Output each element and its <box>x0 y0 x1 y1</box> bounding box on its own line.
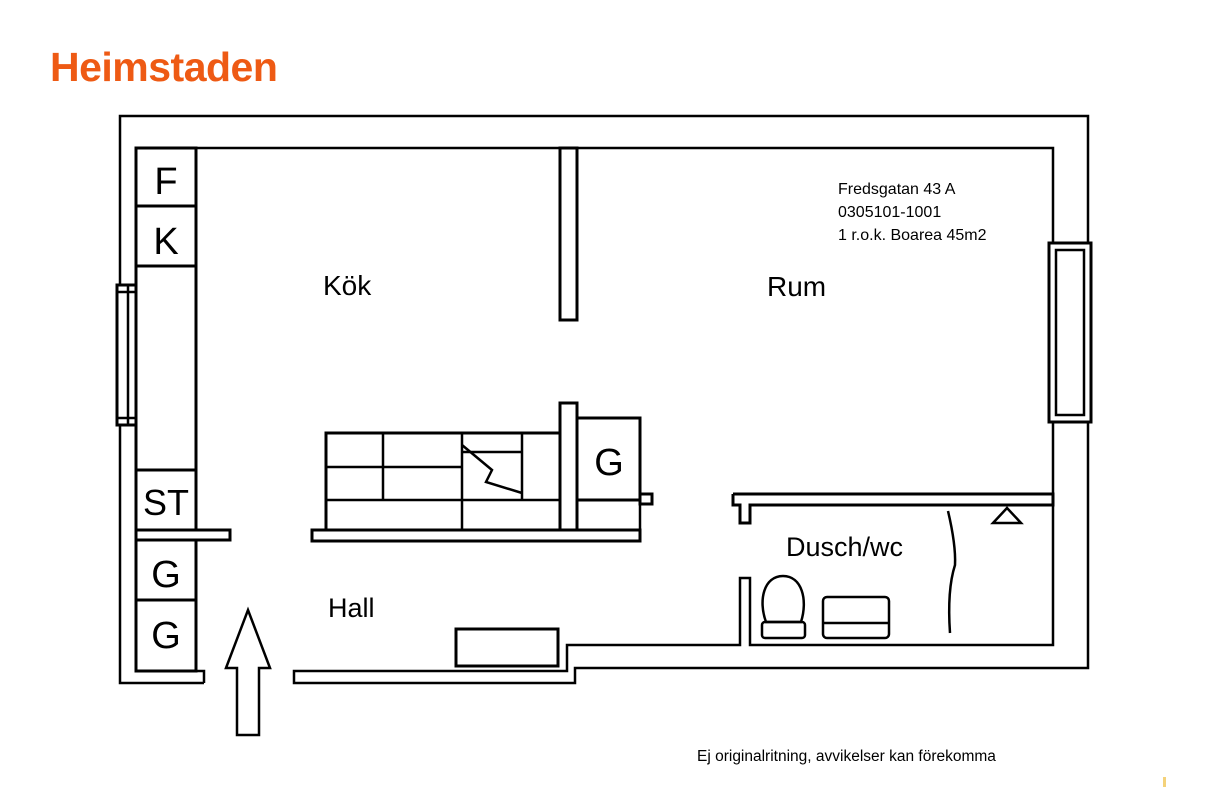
outer-wall <box>118 114 1090 685</box>
hall-bench <box>454 627 560 668</box>
shower-head-icon <box>990 506 1024 525</box>
cabinet-k-label: K <box>153 221 178 263</box>
partition-wall <box>558 146 579 322</box>
footer-disclaimer: Ej originalritning, avvikelser kan förek… <box>697 748 996 765</box>
stair-block <box>324 431 562 532</box>
cabinet-f-label: F <box>154 161 177 203</box>
info-address: Fredsgatan 43 A <box>838 181 956 198</box>
counter <box>134 264 198 472</box>
island-base <box>310 528 642 543</box>
room-label-bathroom: Dusch/wc <box>786 532 903 562</box>
cabinet-g2 <box>134 598 198 673</box>
cabinet-g3-label: G <box>594 442 624 484</box>
entrance-arrow-icon <box>224 606 272 737</box>
stair-break-icon <box>461 444 523 495</box>
shower-curtain <box>946 510 957 634</box>
cabinet-st <box>134 468 198 532</box>
cabinet-g3 <box>575 416 642 502</box>
corner-mark <box>1163 777 1166 787</box>
info-summary: 1 r.o.k. Boarea 45m2 <box>838 227 987 244</box>
toilet-icon <box>761 574 805 624</box>
cabinet-st-label: ST <box>143 482 189 523</box>
info-object-id: 0305101-1001 <box>838 204 941 221</box>
room-label-kitchen: Kök <box>323 270 372 301</box>
heimstaden-logo: Heimstaden <box>50 44 278 90</box>
cabinet-g1-label: G <box>151 554 181 596</box>
room-label-hall: Hall <box>328 593 375 623</box>
room-label-room: Rum <box>767 271 826 302</box>
sink-icon <box>821 595 891 640</box>
cabinet-g2-label: G <box>151 615 181 657</box>
cabinet-f <box>134 146 198 208</box>
